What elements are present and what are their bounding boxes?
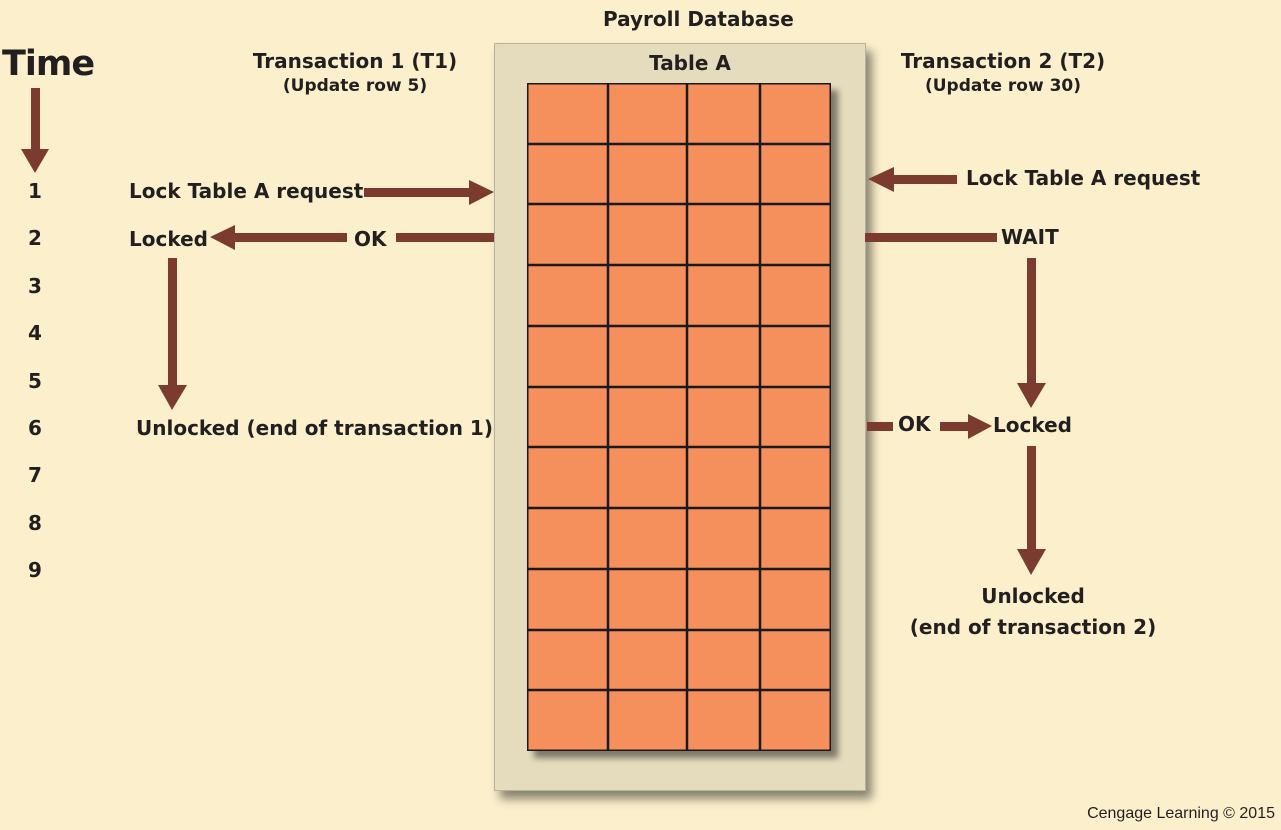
t2-ok-label: OK <box>898 412 931 436</box>
time-axis-title: Time <box>2 44 95 84</box>
t1-subtitle: (Update row 5) <box>282 76 428 96</box>
t2-unlocked-label: Unlocked <box>981 584 1085 608</box>
time-axis-arrow <box>21 88 49 173</box>
t2-unlocked-note: (end of transaction 2) <box>909 615 1157 639</box>
table-a-grid <box>527 83 831 751</box>
time-tick-7: 7 <box>28 463 42 487</box>
t2-wait-label: WAIT <box>1001 225 1059 249</box>
t1-ok-label: OK <box>354 227 387 251</box>
database-title: Payroll Database <box>603 7 794 31</box>
time-tick-8: 8 <box>28 511 42 535</box>
time-tick-3: 3 <box>28 274 42 298</box>
t2-title: Transaction 2 (T2) <box>900 49 1106 73</box>
time-tick-6: 6 <box>28 416 42 440</box>
t1-locked-label: Locked <box>129 227 208 251</box>
t1-title: Transaction 1 (T1) <box>252 49 458 73</box>
t1-request-arrow <box>364 180 494 205</box>
t2-subtitle: (Update row 30) <box>924 76 1082 96</box>
t1-down-arrow <box>158 258 187 410</box>
table-title: Table A <box>649 51 731 75</box>
table-body <box>527 83 831 751</box>
t1-locked-arrow <box>210 225 347 250</box>
time-tick-5: 5 <box>28 369 42 393</box>
t2-locked-down-arrow <box>1017 446 1046 575</box>
t2-locked-label: Locked <box>993 413 1072 437</box>
t1-unlocked-label: Unlocked (end of transaction 1) <box>136 416 493 440</box>
copyright-notice: Cengage Learning © 2015 <box>1087 805 1275 822</box>
t2-lock-request-label: Lock Table A request <box>966 166 1201 190</box>
t2-wait-line <box>865 233 997 242</box>
time-tick-1: 1 <box>28 179 42 203</box>
t2-request-arrow <box>868 167 957 192</box>
time-tick-9: 9 <box>28 558 42 582</box>
t2-ok-arrow <box>940 414 992 439</box>
time-tick-2: 2 <box>28 226 42 250</box>
t1-ok-line <box>396 233 494 242</box>
time-tick-4: 4 <box>28 321 42 345</box>
t1-lock-request-label: Lock Table A request <box>129 179 364 203</box>
t2-wait-down-arrow <box>1017 258 1046 408</box>
t2-ok-stub <box>867 422 893 431</box>
